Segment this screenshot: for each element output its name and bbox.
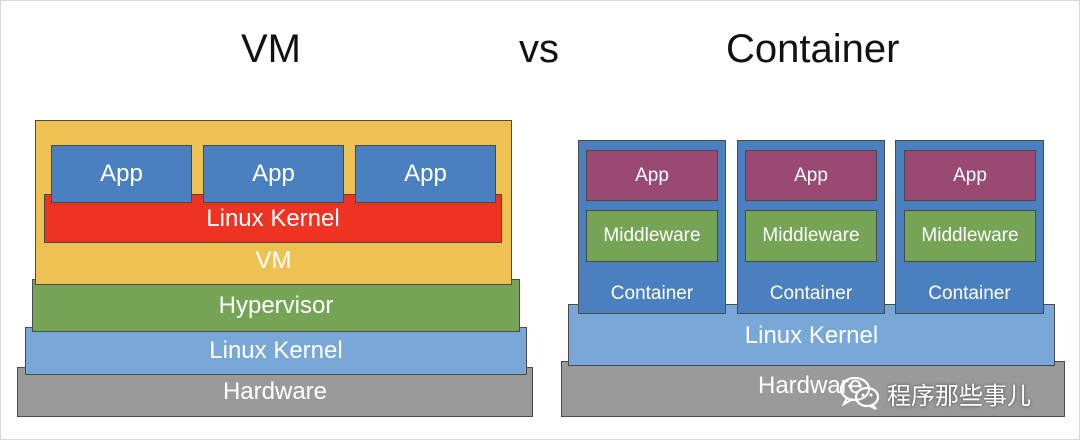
guest-kernel-label: Linux Kernel [206, 204, 340, 232]
container-kernel-label: Linux Kernel [744, 322, 879, 349]
vs-title: vs [519, 27, 559, 71]
container-label: Container [928, 283, 1011, 304]
container-middleware-3: Middleware [904, 210, 1036, 262]
container-app-label: App [635, 164, 669, 186]
container-middleware-2: Middleware [745, 210, 877, 262]
container-hardware-layer: Hardware [561, 361, 1065, 417]
container-middleware-label: Middleware [921, 225, 1019, 246]
container-label: Container [769, 283, 853, 304]
vm-app-1: App [51, 145, 192, 203]
container-app-label: App [953, 164, 987, 186]
hypervisor-label: Hypervisor [218, 291, 334, 319]
container-app-label: App [794, 164, 828, 186]
container-title: Container [726, 27, 900, 71]
vm-host-kernel-layer: Linux Kernel [25, 327, 527, 375]
vm-title: VM [241, 27, 301, 71]
wechat-icon [839, 376, 880, 410]
vm-app-2: App [203, 145, 344, 203]
container-middleware-label: Middleware [603, 225, 701, 246]
container-app-1: App [586, 150, 718, 201]
vm-app-label: App [100, 160, 143, 187]
vm-app-label: App [252, 160, 295, 187]
hypervisor-layer: Hypervisor [32, 279, 520, 332]
container-hardware-label: Hardware [758, 372, 863, 399]
container-middleware-label: Middleware [762, 225, 860, 246]
container-app-3: App [904, 150, 1036, 201]
container-middleware-1: Middleware [586, 210, 718, 262]
vm-app-label: App [404, 160, 447, 187]
watermark-text: 程序那些事儿 [887, 381, 1031, 410]
vm-label: VM [255, 247, 292, 274]
container-app-2: App [745, 150, 877, 201]
watermark: 程序那些事儿 [839, 367, 1079, 419]
vm-hardware-layer: Hardware [17, 367, 533, 417]
container-label: Container [610, 283, 694, 304]
vm-app-3: App [355, 145, 496, 203]
vm-hardware-label: Hardware [222, 378, 328, 405]
vm-host-kernel-label: Linux Kernel [209, 337, 343, 364]
